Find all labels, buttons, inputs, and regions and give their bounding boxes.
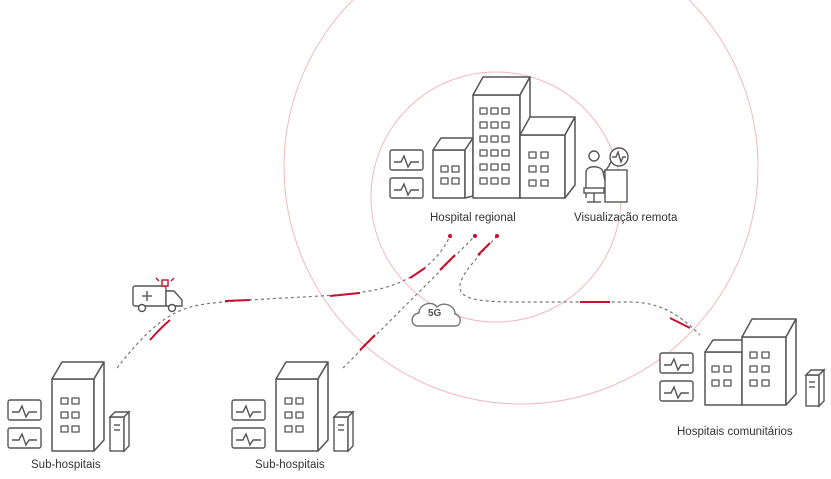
link-regional-sub2-accent-b <box>439 254 456 271</box>
link-regional-sub2-accent-a <box>359 334 376 351</box>
link-endpoint-3 <box>495 234 499 238</box>
sub-hospital-1-building-icon <box>51 361 105 452</box>
community-hospital-monitor-icons <box>659 352 694 402</box>
sub-hospital-2-building-icon <box>275 361 329 452</box>
link-regional-sub1 <box>116 235 451 369</box>
sub-hospital-1-monitor-icons <box>7 399 42 449</box>
link-regional-sub1-accent-c <box>329 292 361 297</box>
sub-hospital-2-monitor-icons <box>231 399 266 449</box>
sub-hospital-1-server-icon <box>108 410 131 453</box>
network-5g-label: 5G <box>428 308 442 319</box>
community-hospital-server-icon <box>804 368 826 408</box>
link-regional-community-accent-a <box>477 242 491 256</box>
doctor-workstation-icon <box>583 147 629 203</box>
remote-visualization-label: Visualização remota <box>574 212 678 224</box>
link-regional-sub1-accent-d <box>409 267 426 279</box>
link-endpoint-1 <box>448 234 452 238</box>
outer-coverage-circle <box>283 0 759 405</box>
ambulance-icon <box>132 277 183 313</box>
sub-hospital-2-label: Sub-hospitais <box>255 459 325 471</box>
link-regional-community-accent-c <box>669 317 691 329</box>
coverage-circles <box>283 0 759 405</box>
sub-hospital-2-server-icon <box>332 410 355 453</box>
link-regional-sub1-accent-a <box>149 319 171 341</box>
link-endpoint-2 <box>473 234 477 238</box>
community-hospital-building-icon <box>704 318 797 406</box>
regional-monitor-icons <box>389 149 424 199</box>
community-hospitals-label: Hospitais comunitários <box>677 426 793 438</box>
regional-hospital-label: Hospital regional <box>430 212 516 224</box>
link-regional-community <box>459 235 701 336</box>
cloud-icon <box>411 302 461 327</box>
connection-lines <box>116 234 701 369</box>
link-regional-sub1-accent-b <box>224 299 251 302</box>
regional-hospital-icon <box>432 76 576 199</box>
sub-hospital-1-label: Sub-hospitais <box>31 459 101 471</box>
